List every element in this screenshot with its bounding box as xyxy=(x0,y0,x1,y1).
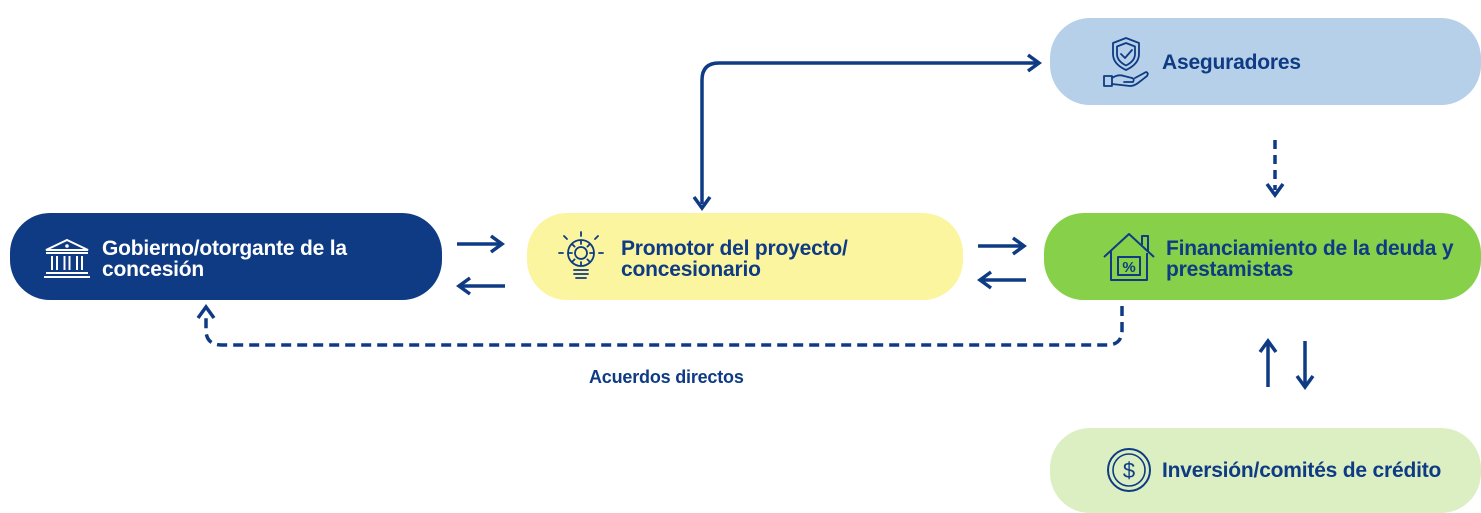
node-financing-label: Financiamiento de la deuda y prestamista… xyxy=(1166,238,1481,280)
node-investment-label: Inversión/comités de crédito xyxy=(1162,459,1442,482)
arrow-promoter-to-gov xyxy=(456,276,505,296)
arrow-promoter-to-financing xyxy=(978,236,1027,256)
arrow-investment-to-financing xyxy=(1258,338,1278,387)
node-promoter-label: Promotor del proyecto/ concesionario xyxy=(621,238,941,280)
node-insurers-label: Aseguradores xyxy=(1162,51,1301,74)
node-financing-label-line2: prestamistas xyxy=(1166,258,1294,281)
node-financing: % Financiamiento de la deuda y prestamis… xyxy=(1044,213,1481,300)
arrow-insurers-to-financing-dashed xyxy=(1265,140,1285,198)
direct-agreements-label: Acuerdos directos xyxy=(589,367,744,387)
svg-text:%: % xyxy=(1122,259,1135,276)
node-government-label: Gobierno/otorgante de la concesión xyxy=(102,238,422,280)
node-investment: $ Inversión/comités de crédito xyxy=(1050,428,1481,513)
house-percent-icon: % xyxy=(1102,231,1156,283)
node-government-label-line2: concesión xyxy=(102,258,205,281)
node-insurers: Aseguradores xyxy=(1050,18,1481,105)
government-building-icon xyxy=(43,237,91,279)
arrow-financing-to-investment xyxy=(1295,341,1315,390)
node-government: Gobierno/otorgante de la concesión xyxy=(10,213,442,300)
node-financing-label-line1: Financiamiento de la deuda y xyxy=(1166,237,1454,260)
node-government-label-line1: Gobierno/otorgante de la xyxy=(102,237,347,260)
svg-text:$: $ xyxy=(1123,458,1135,483)
dollar-coin-icon: $ xyxy=(1105,446,1153,494)
shield-hand-icon xyxy=(1102,36,1150,88)
node-promoter-label-line1: Promotor del proyecto/ xyxy=(621,237,848,260)
arrow-financing-to-promoter xyxy=(977,270,1026,290)
node-promoter: Promotor del proyecto/ concesionario xyxy=(527,213,963,300)
lightbulb-gear-icon xyxy=(557,231,605,283)
node-promoter-label-line2: concesionario xyxy=(621,258,761,281)
arrow-promoter-insurers xyxy=(692,53,1042,211)
arrow-direct-agreements-dashed xyxy=(196,304,1124,347)
arrow-gov-to-promoter xyxy=(457,234,505,254)
